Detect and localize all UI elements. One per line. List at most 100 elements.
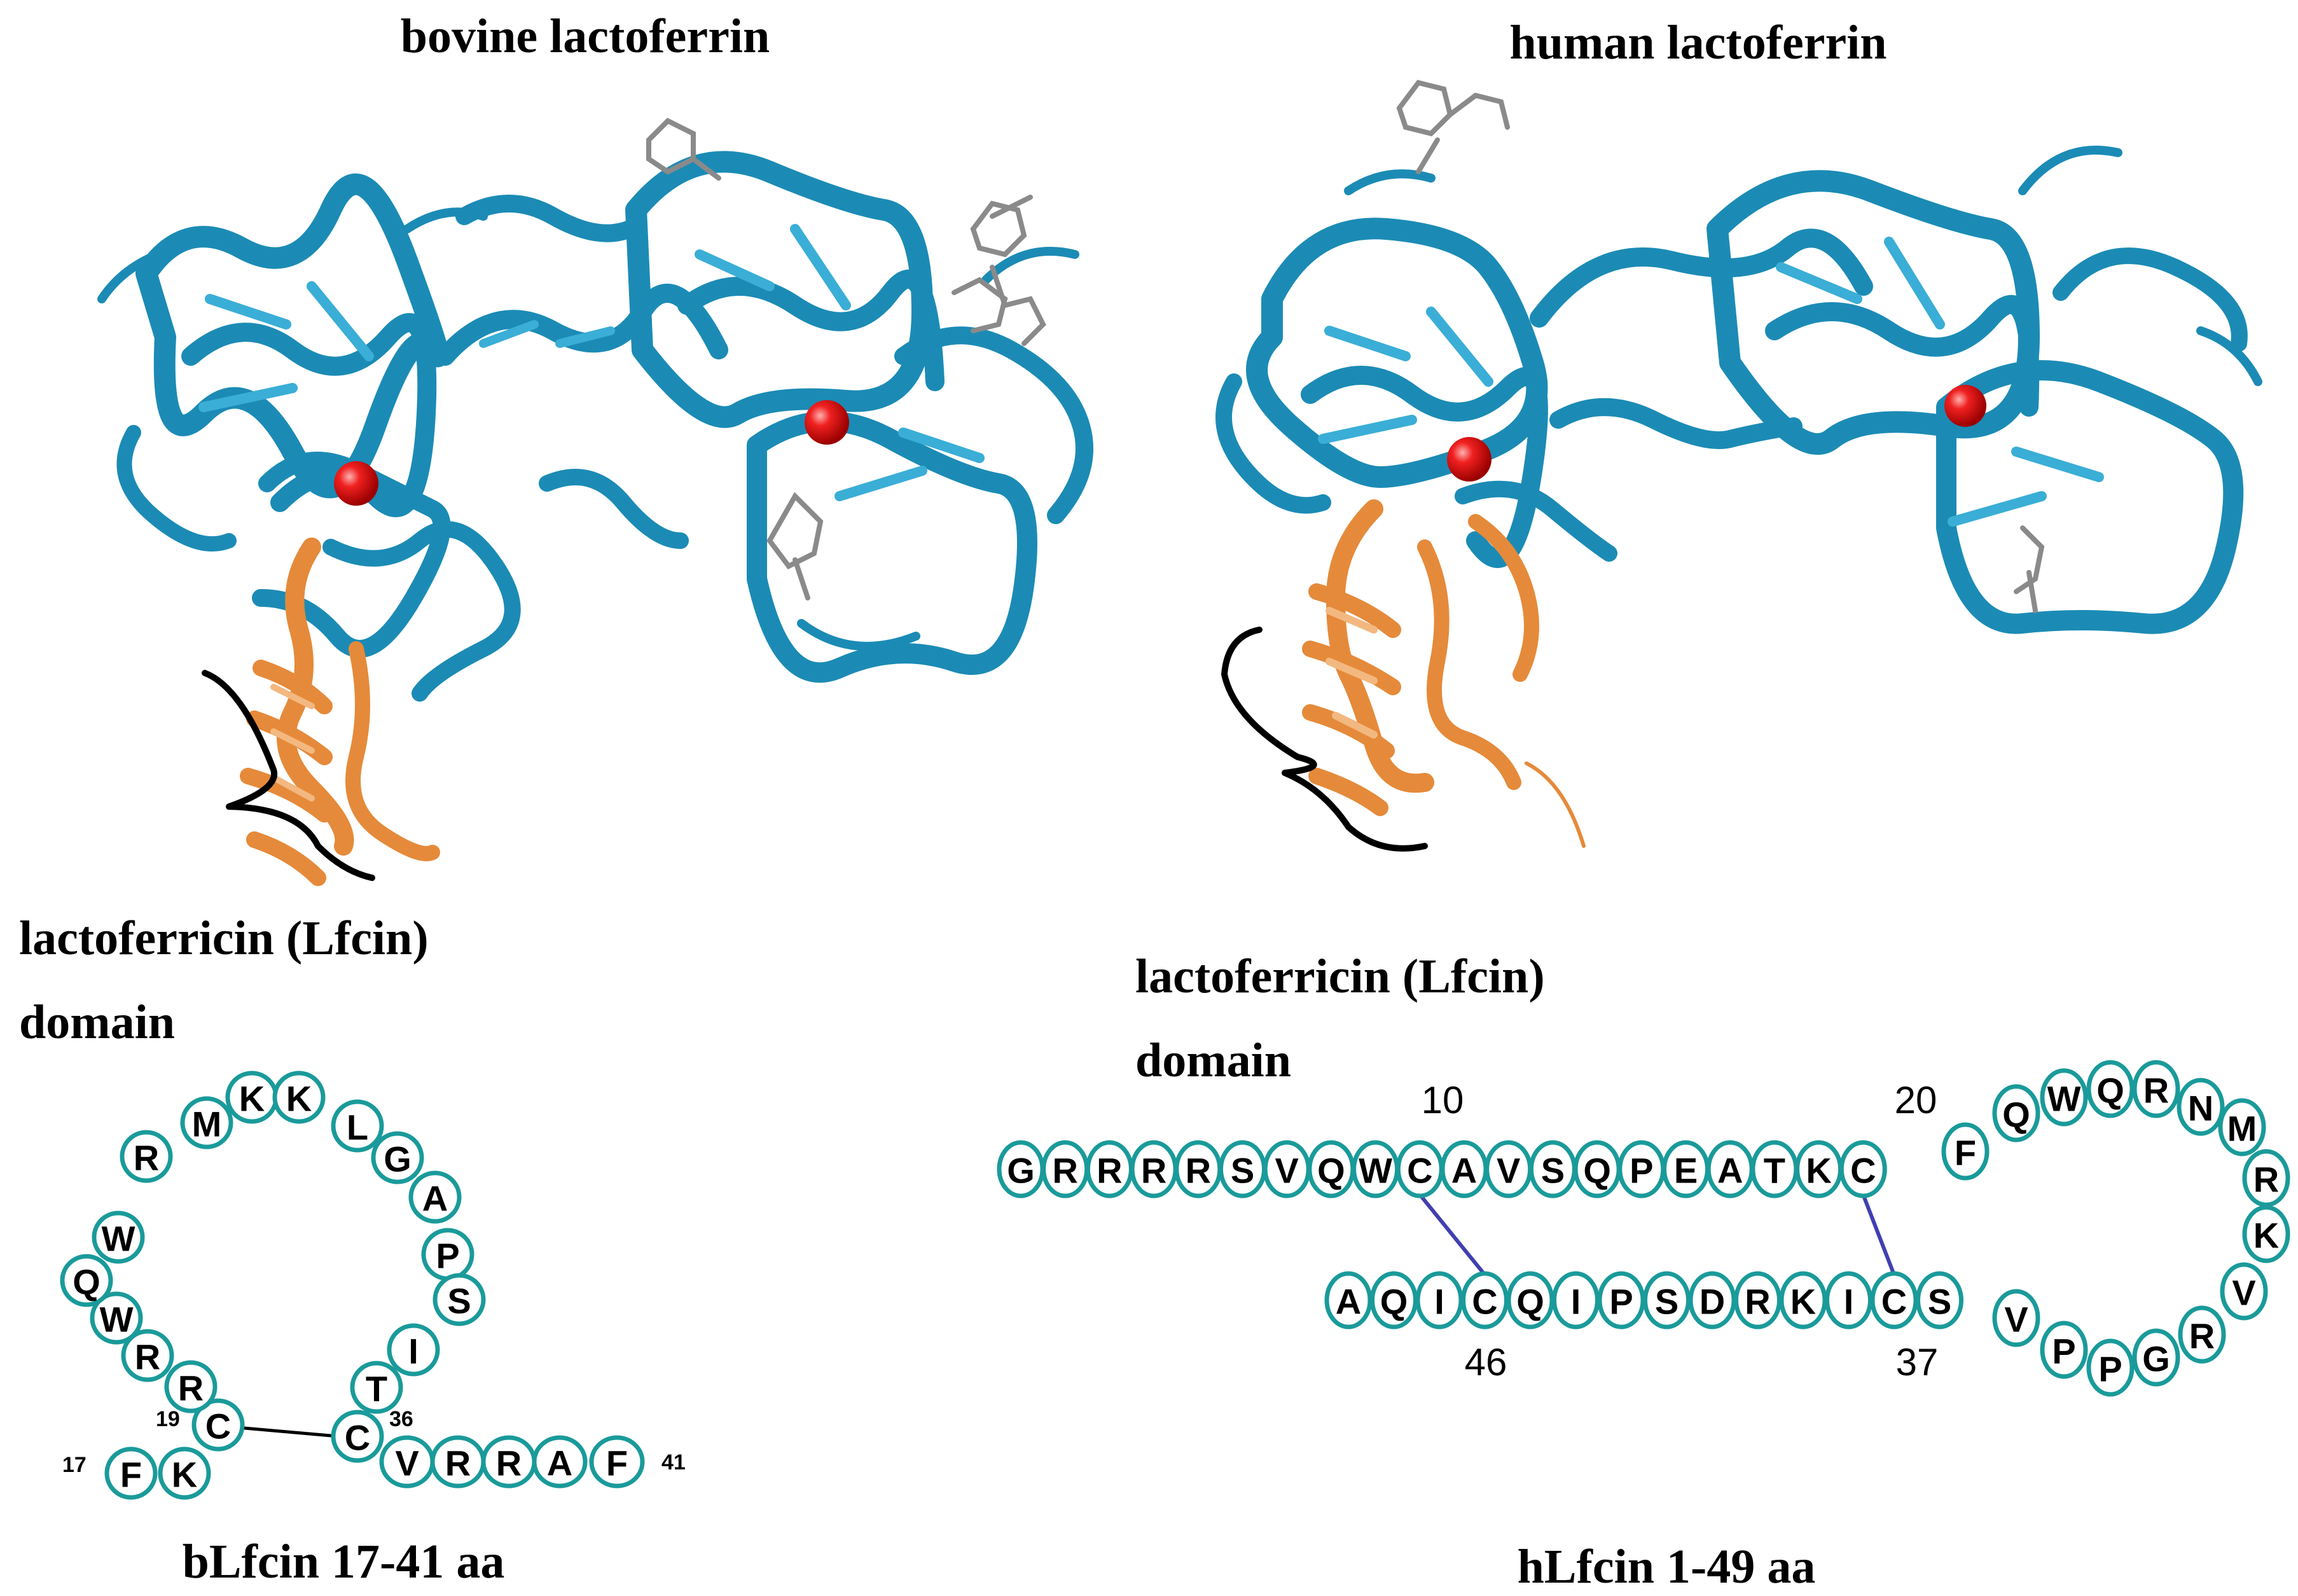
residue-ring <box>532 1435 588 1488</box>
residue-ring <box>331 1099 384 1153</box>
residue-ring <box>120 1130 173 1183</box>
human-top-residue: C <box>1839 1140 1887 1198</box>
bovine-num-36: 36 <box>389 1407 413 1431</box>
human-loop-residue: K <box>2242 1205 2290 1263</box>
residue-ring <box>433 1273 486 1326</box>
residue-letter: K <box>1790 1282 1816 1322</box>
residue-ring <box>2242 1205 2290 1263</box>
human-loop-residue: M <box>2218 1098 2266 1156</box>
human-domain-label-line2: domain <box>1135 1034 1291 1087</box>
human-top-residue: W <box>1352 1140 1400 1198</box>
residue-letter: P <box>2052 1331 2075 1371</box>
residue-letter: R <box>445 1443 471 1483</box>
human-loop-residue: P <box>2086 1338 2135 1397</box>
bovine-num-19: 19 <box>156 1407 180 1431</box>
human-top-residue: V <box>1263 1140 1311 1198</box>
residue-ring <box>164 1360 218 1413</box>
human-n-lobe <box>1215 169 1548 568</box>
human-top-residue: V <box>1485 1140 1533 1198</box>
residue-ring <box>350 1361 403 1414</box>
human-top-residue: G <box>997 1140 1045 1198</box>
bovine-tail-right-residue: F <box>589 1435 645 1488</box>
residue-ring <box>1992 1084 2040 1142</box>
human-bottom-residue: Q <box>1370 1271 1418 1329</box>
residue-letter: I <box>1571 1282 1581 1322</box>
residue-ring <box>2132 1060 2180 1118</box>
residue-letter: S <box>1928 1282 1951 1322</box>
human-top-residue: P <box>1617 1140 1666 1198</box>
residue-letter: C <box>345 1418 370 1458</box>
human-top-residue: R <box>1085 1140 1133 1198</box>
human-top-residue: R <box>1130 1140 1178 1198</box>
residue-letter: Q <box>1516 1282 1544 1322</box>
residue-ring <box>2040 1068 2088 1127</box>
bovine-ring-residue: P <box>421 1228 474 1281</box>
bovine-linker <box>436 195 728 549</box>
human-num-46: 46 <box>1465 1341 1507 1384</box>
human-disulfide-bond-20-37 <box>1861 1193 1896 1276</box>
residue-letter: Q <box>1583 1151 1611 1191</box>
human-top-residue: A <box>1706 1140 1754 1198</box>
human-top-residue: Q <box>1307 1140 1355 1198</box>
human-top-residue: T <box>1750 1140 1799 1198</box>
bovine-ring-residue: Q <box>60 1254 113 1307</box>
bovine-tail-right-residue: R <box>481 1435 537 1488</box>
human-domain-label-line1: lactoferricin (Lfcin) <box>1135 950 1545 1003</box>
bovine-c-lobe <box>625 151 1093 683</box>
residue-letter: G <box>384 1139 412 1179</box>
bovine-tail-right-residue: R <box>430 1435 486 1488</box>
residue-ring <box>180 1096 233 1149</box>
residue-letter: Q <box>1380 1282 1408 1322</box>
residue-letter: Q <box>1317 1151 1345 1191</box>
residue-ring <box>2177 1078 2225 1136</box>
human-protein-structure <box>1215 80 2262 848</box>
residue-letter: V <box>1275 1151 1299 1191</box>
residue-letter: R <box>134 1138 159 1178</box>
human-bottom-residue: C <box>1461 1271 1509 1329</box>
human-loop-residue: Q <box>1992 1084 2040 1142</box>
residue-letter: F <box>1955 1133 1976 1173</box>
residue-letter: R <box>1097 1151 1122 1191</box>
human-top-residue: C <box>1395 1140 1444 1198</box>
residue-ring <box>104 1447 158 1500</box>
human-top-residue: A <box>1440 1140 1488 1198</box>
residue-ring <box>1992 1289 2040 1347</box>
bovine-tail-left-residue: K <box>158 1447 211 1500</box>
human-top-residue: R <box>1041 1140 1090 1198</box>
residue-letter: M <box>192 1104 222 1144</box>
human-bottom-residue: C <box>1870 1271 1918 1329</box>
residue-ring <box>272 1071 326 1124</box>
residue-letter: L <box>347 1107 368 1148</box>
human-iron-atom-n <box>1447 437 1492 482</box>
human-top-residue: Q <box>1573 1140 1621 1198</box>
bovine-ring-residue: K <box>225 1071 279 1124</box>
residue-letter: C <box>1407 1151 1432 1191</box>
bovine-ring-residue: K <box>272 1071 326 1124</box>
residue-letter: K <box>2253 1216 2279 1256</box>
residue-ring <box>1941 1122 1990 1181</box>
human-top-residue: K <box>1795 1140 1843 1198</box>
residue-ring <box>371 1131 424 1184</box>
residue-letter: Q <box>2002 1095 2030 1135</box>
residue-letter: C <box>1472 1282 1497 1322</box>
human-loop-residue: F <box>1941 1122 1990 1181</box>
residue-letter: T <box>366 1369 387 1409</box>
human-title: human lactoferrin <box>1509 16 1886 69</box>
residue-letter: W <box>2047 1079 2081 1119</box>
residue-ring <box>92 1211 145 1264</box>
human-loop-residue: V <box>2220 1262 2268 1321</box>
residue-ring <box>2242 1149 2290 1207</box>
bovine-domain-label-line1: lactoferricin (Lfcin) <box>19 912 429 965</box>
residue-letter: D <box>1699 1282 1725 1322</box>
residue-ring <box>408 1170 462 1224</box>
human-top-residue: S <box>1528 1140 1577 1198</box>
residue-letter: K <box>1806 1151 1831 1191</box>
bovine-ring-residue: G <box>371 1131 424 1184</box>
residue-ring <box>121 1329 174 1382</box>
bovine-ring-residue: R <box>164 1360 218 1413</box>
residue-letter: P <box>436 1236 459 1276</box>
residue-ring <box>2132 1328 2180 1387</box>
human-bottom-residue: R <box>1734 1271 1782 1329</box>
residue-letter: P <box>2098 1349 2122 1389</box>
